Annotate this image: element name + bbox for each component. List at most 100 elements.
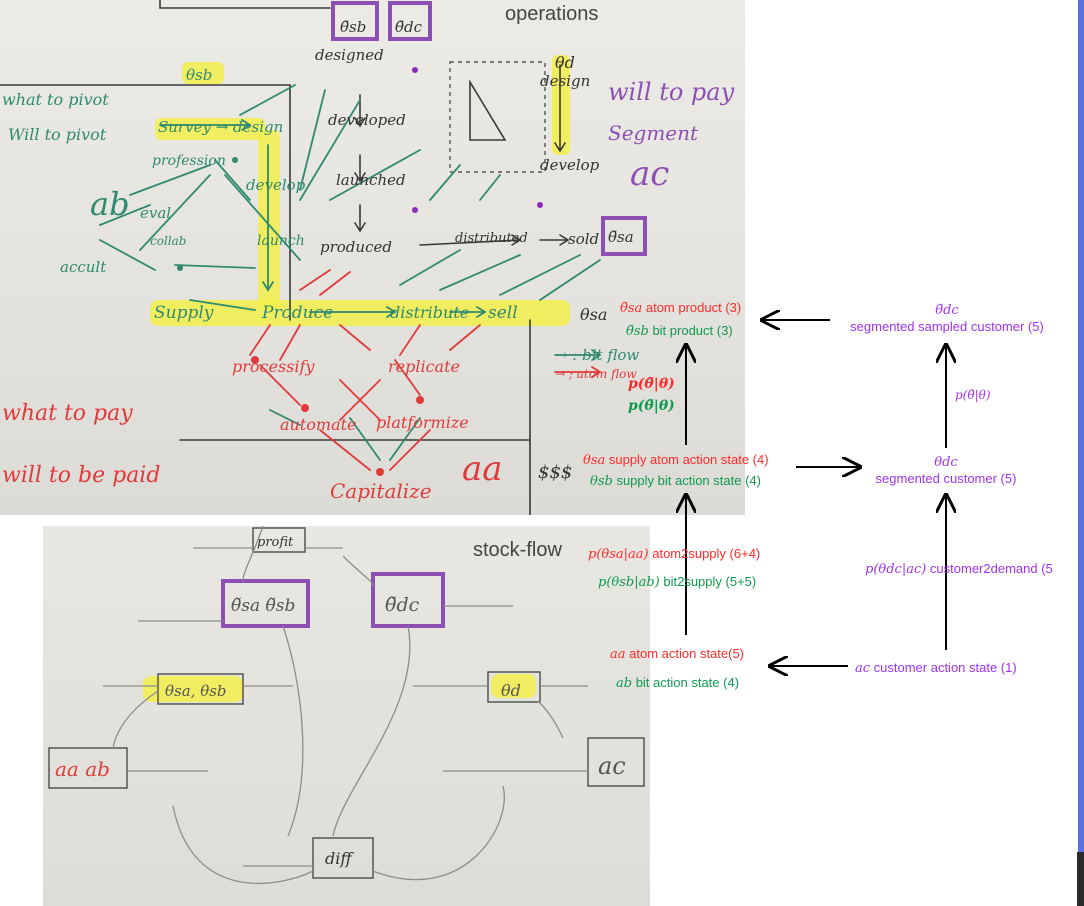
bit-action-node: ab bit action state (4) — [616, 675, 739, 692]
theta-sb-box-label: θ̃sb — [340, 18, 366, 36]
triangle-sketch — [469, 79, 507, 141]
will-to-be-paid-label: will to be paid — [2, 463, 160, 488]
platformize-label: platformize — [376, 413, 469, 432]
stock-flow-title: stock-flow — [473, 539, 562, 561]
customer2demand-symbol: p(θdc|ac) — [865, 562, 927, 577]
theta-dc-box-label: θ̃dc — [395, 18, 423, 36]
distribute-label: distribute — [390, 303, 469, 322]
a-c-symbol: ac — [855, 661, 871, 676]
theta-dc-tilde-symbol: θ̃dc — [935, 303, 959, 318]
profit-label: profit — [257, 535, 294, 550]
will-to-pivot-label: Will to pivot — [8, 125, 107, 144]
will-to-pay-label: will to pay — [608, 78, 735, 106]
design-label: design — [540, 72, 590, 90]
replicate-label: replicate — [388, 357, 460, 376]
designed-label: designed — [315, 46, 384, 64]
supply-atom-node: θsa supply atom action state (4) — [583, 452, 769, 469]
a-a-label: aa — [462, 449, 503, 489]
automate-label: automate — [280, 415, 357, 434]
theta-sa-symbol: θsa — [583, 453, 606, 468]
theta-sb-label: θsb — [186, 66, 212, 84]
customer2demand-node: p(θdc|ac) customer2demand (5 — [865, 561, 1078, 578]
supply-chain-highlight — [150, 300, 570, 326]
capitalize-label: Capitalize — [330, 479, 432, 503]
diff-label: diff — [325, 849, 354, 868]
theta-sb-tilde-box — [331, 1, 379, 41]
theta-sa-box-label: θ̃sa — [608, 228, 634, 246]
a-b-label: ab — [90, 185, 130, 223]
bit2supply-node: p(θsb|ab) bit2supply (5+5) — [598, 574, 756, 591]
theta-sb-symbol: θsb — [590, 474, 613, 489]
develop-label: develop — [540, 156, 600, 174]
develop-left-label: develop — [246, 176, 306, 194]
theta-sa-sb-highlight — [143, 676, 243, 702]
bit2supply-label: bit2supply (5+5) — [659, 574, 757, 589]
p-theta-customer-label: p(θ̃|θ) — [955, 388, 991, 402]
theta-dc-symbol: θdc — [934, 455, 958, 470]
sampled-customer-label: segmented sampled customer (5) — [850, 319, 1044, 334]
supply-label: Supply — [154, 303, 214, 323]
profession-label: profession — [152, 153, 226, 169]
what-to-pivot-label: what to pivot — [2, 90, 109, 109]
distributed-label: distributed — [455, 231, 528, 246]
theta-sb-highlight — [182, 62, 224, 84]
aa-ab-label: aa ab — [55, 757, 110, 781]
frame-line — [0, 84, 291, 321]
sell-label: sell — [488, 303, 518, 323]
atom2supply-symbol: p(θsa|aa) — [588, 547, 649, 562]
customer-action-label: customer action state (1) — [870, 660, 1017, 675]
p-theta-atom-label: p(θ̃|θ) — [628, 376, 675, 392]
eval-label: eval — [140, 204, 171, 222]
theta-sa-sb-tilde-label: θ̃sa θ̃sb — [231, 596, 295, 616]
operations-title: operations — [505, 3, 598, 25]
atom-flow-legend: → ; atom flow — [555, 367, 637, 381]
supply-bit-node: θsb supply bit action state (4) — [590, 473, 761, 490]
theta-sa-label: θsa — [580, 305, 607, 324]
p-theta-bit-label: p(θ̃|θ) — [628, 398, 675, 414]
produce-label: Produce — [261, 303, 333, 323]
supply-bit-label: supply bit action state (4) — [612, 473, 761, 488]
frame-line — [159, 0, 331, 9]
atom2supply-label: atom2supply (6+4) — [648, 546, 761, 561]
operations-whiteboard-photo: operations θ̃sb θ̃dc θd θsb θsa θ̃sa wil… — [0, 0, 745, 515]
theta-sa-sb-tilde-box — [221, 579, 310, 628]
stock-flow-sketch: stock-flow profit θ̃sa θ̃sb θ̃dc θsa, θs… — [48, 526, 645, 885]
theta-sa-tilde-symbol: θ̃sa — [620, 301, 643, 316]
bit-product-label: bit product (3) — [648, 323, 733, 338]
theta-dc-tilde-label: θ̃dc — [385, 594, 420, 616]
stock-flow-whiteboard-photo: stock-flow profit θ̃sa θ̃sb θ̃dc θsa, θs… — [43, 526, 650, 906]
segmented-customer-node: θdc segmented customer (5) — [846, 455, 1046, 487]
ac-stock-label: ac — [598, 752, 626, 780]
theta-d-highlight — [552, 55, 570, 155]
design-path-highlight — [258, 130, 280, 310]
theta-d-highlight-2 — [491, 674, 536, 698]
a-b-symbol: ab — [616, 676, 633, 691]
atom-product-label: atom product (3) — [642, 300, 742, 315]
what-to-pay-label: what to pay — [2, 401, 133, 426]
operations-sketch: operations θ̃sb θ̃dc θd θsb θsa θ̃sa wil… — [0, 0, 735, 515]
window-edge-bar — [1078, 0, 1084, 906]
bit-product-node: θ̃sb bit product (3) — [626, 323, 733, 340]
a-c-label: ac — [630, 154, 669, 194]
bit-flow-legend: → : bit flow — [555, 346, 639, 364]
acquit-label: accult — [60, 258, 107, 276]
produced-label: produced — [320, 238, 392, 256]
theta-sa-tilde-box — [601, 216, 647, 256]
processify-label: processify — [232, 357, 315, 376]
segment-label: Segment — [608, 121, 699, 145]
theta-dc-tilde-box — [388, 1, 432, 41]
atom-action-label: atom action state(5) — [625, 646, 745, 661]
segmented-customer-label: segmented customer (5) — [875, 471, 1017, 486]
theta-sa-sb-label: θsa, θsb — [165, 682, 227, 700]
survey-design-label: Survey → design — [158, 118, 283, 136]
theta-sb-tilde-symbol: θ̃sb — [626, 324, 649, 339]
theta-d-stock-label: θd — [501, 681, 521, 700]
survey-highlight — [155, 118, 265, 140]
theta-d-label: θd — [555, 53, 575, 72]
design-dashed-box — [449, 61, 546, 173]
bit2supply-symbol: p(θsb|ab) — [598, 575, 660, 590]
atom-action-node: aa atom action state(5) — [610, 646, 744, 663]
launched-label: launched — [336, 171, 406, 189]
customer-action-node: ac customer action state (1) — [855, 660, 1017, 677]
